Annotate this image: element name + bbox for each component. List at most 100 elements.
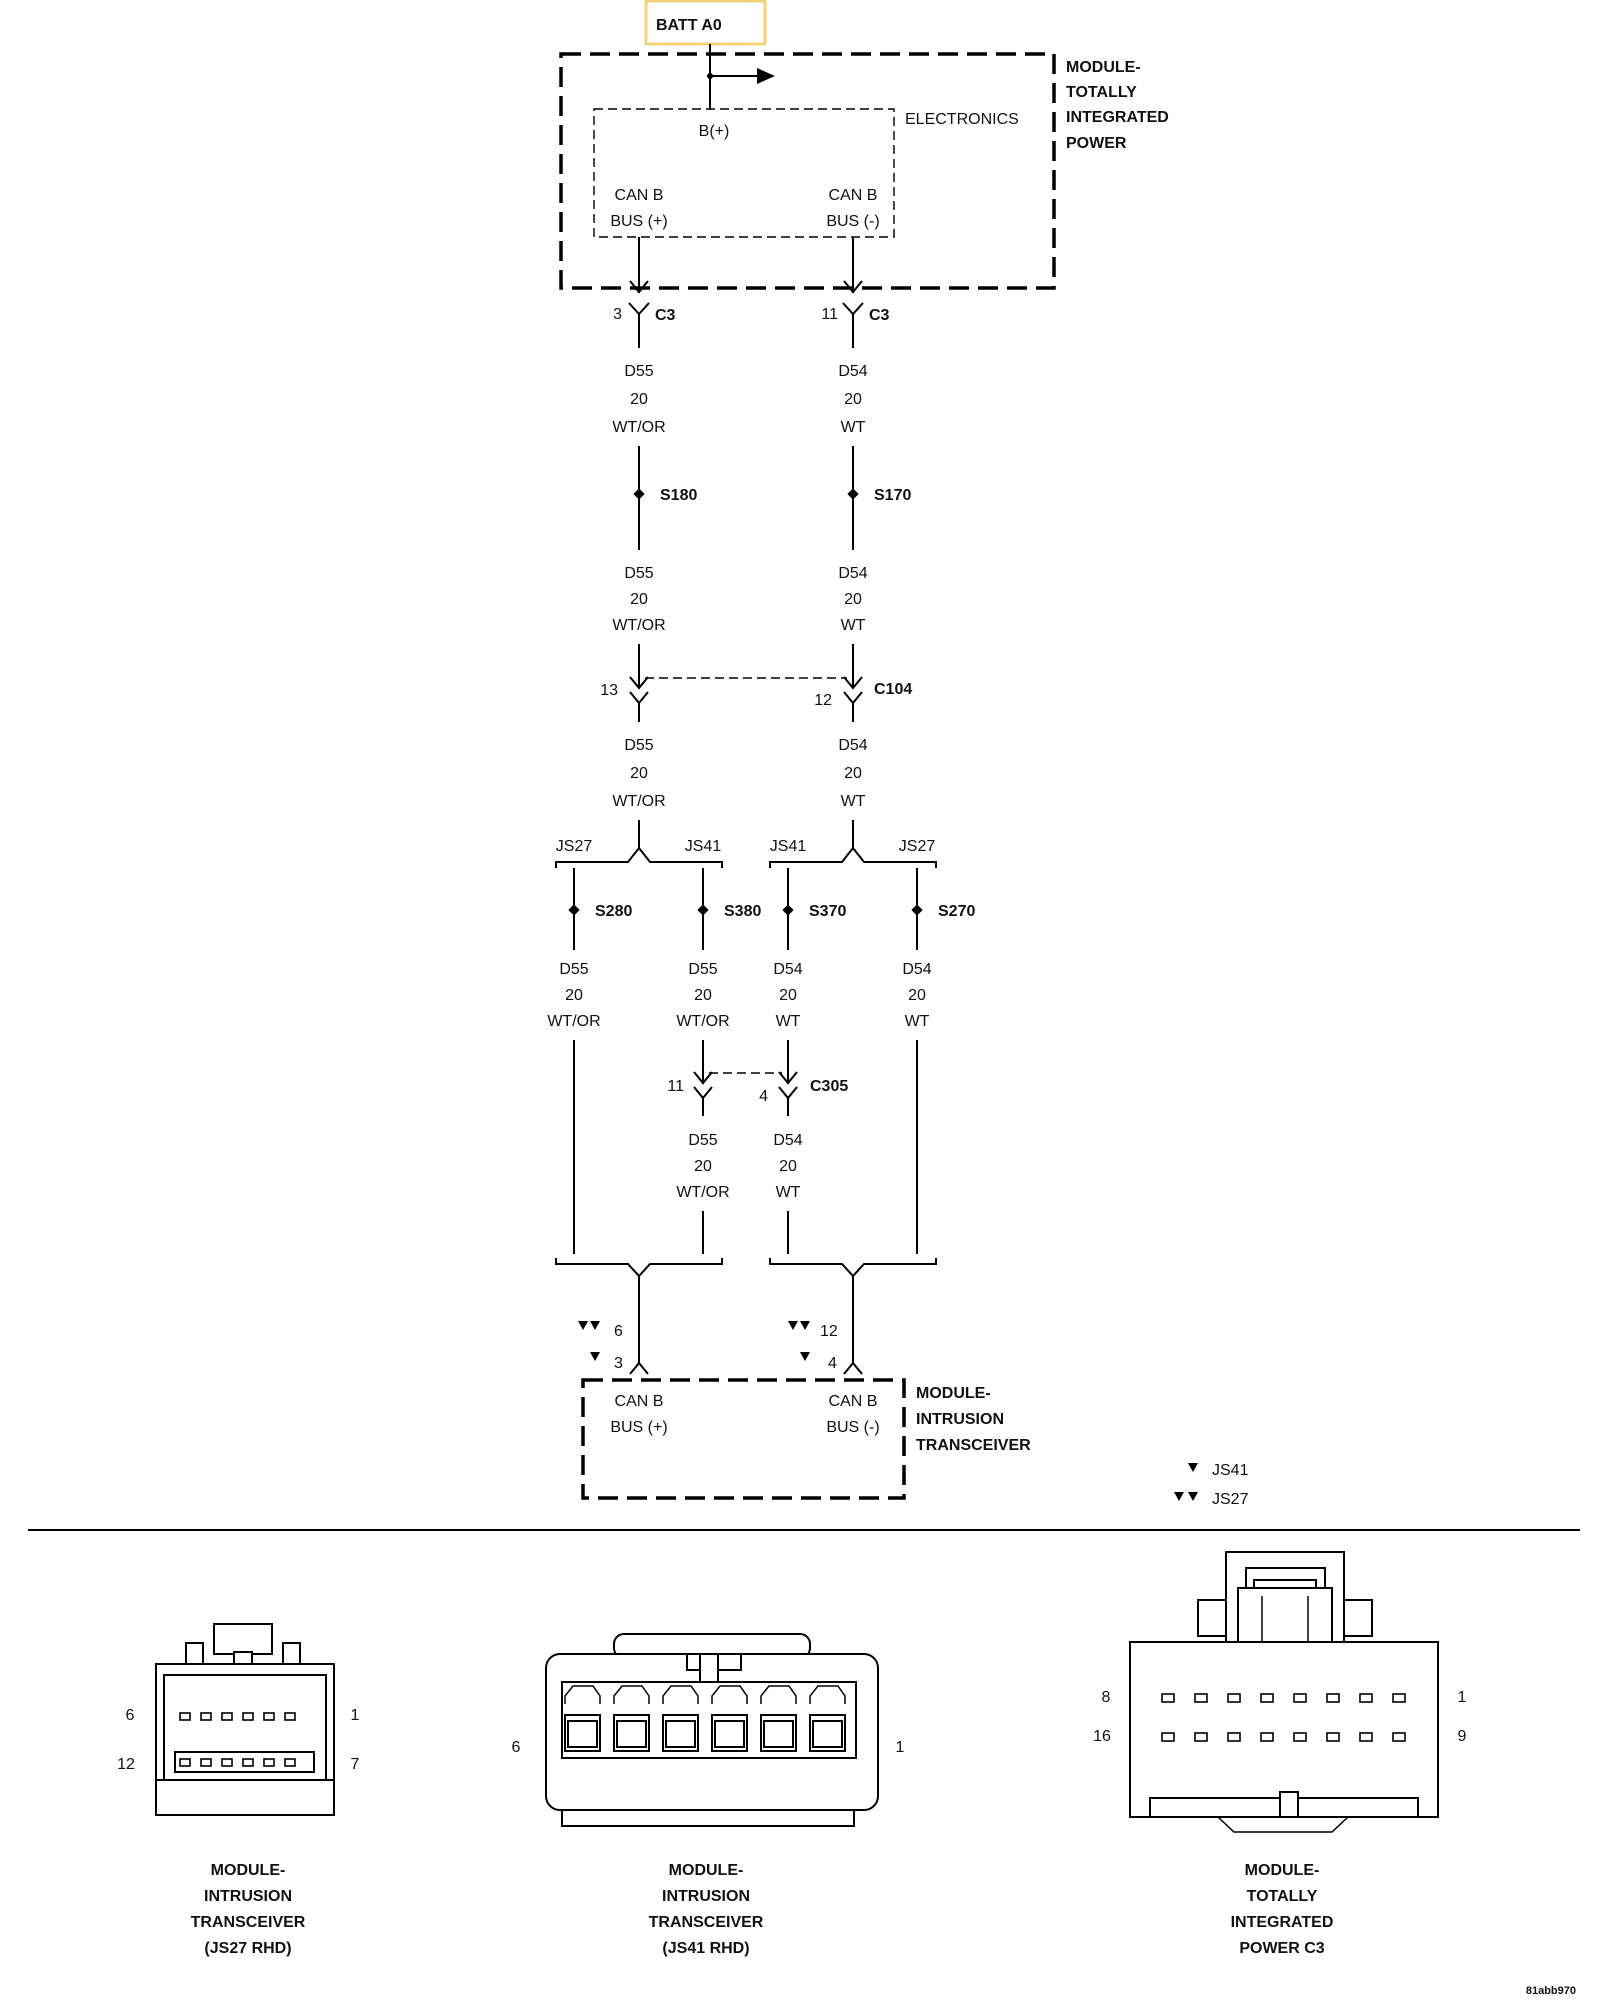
wire-label: 20 xyxy=(694,1158,712,1175)
wire-label: WT/OR xyxy=(612,419,665,436)
cv-itm-js41-pin-1: 1 xyxy=(896,1739,905,1756)
connector-view-itm-js41 xyxy=(545,1633,879,1827)
splice-s370 xyxy=(782,904,794,916)
tipm-canb-pos-2: BUS (+) xyxy=(610,213,667,230)
wire-label: WT/OR xyxy=(676,1184,729,1201)
cv-itm-js41-caption-3: TRANSCEIVER xyxy=(649,1914,764,1931)
batt-label: BATT A0 xyxy=(656,17,722,34)
legend-single-label: JS41 xyxy=(1212,1462,1249,1479)
wire-label: 20 xyxy=(779,1158,797,1175)
itm-canb-neg-2: BUS (-) xyxy=(826,1419,879,1436)
splice-s180-label: S180 xyxy=(660,487,697,504)
variant-js41-label: JS41 xyxy=(770,838,807,855)
splice-s380-label: S380 xyxy=(724,903,761,920)
cv-itm-js27-caption-4: (JS27 RHD) xyxy=(204,1940,291,1957)
wire-label: WT/OR xyxy=(612,617,665,634)
splice-s370-label: S370 xyxy=(809,903,846,920)
wire-label: WT xyxy=(776,1013,801,1030)
itm-pin-neg-js27: 12 xyxy=(820,1323,838,1340)
electronics-outline xyxy=(593,108,895,238)
wire-label: D54 xyxy=(838,565,867,582)
itm-title-3: TRANSCEIVER xyxy=(916,1437,1031,1454)
wire-label: 20 xyxy=(908,987,926,1004)
tipm-canb-neg-1: CAN B xyxy=(829,187,878,204)
cv-tipm-c3-pin-9: 9 xyxy=(1458,1728,1467,1745)
cv-itm-js27-pin-12: 12 xyxy=(117,1756,135,1773)
splice-s270 xyxy=(911,904,923,916)
wire-label: WT/OR xyxy=(547,1013,600,1030)
wire-label: D55 xyxy=(624,737,653,754)
splice-s180 xyxy=(633,488,645,500)
wire-label: 20 xyxy=(779,987,797,1004)
connector-view-itm-js27 xyxy=(155,1623,335,1816)
tipm-canb-neg-2: BUS (-) xyxy=(826,213,879,230)
c305-pin-right: 4 xyxy=(759,1088,768,1105)
splice-s170-label: S170 xyxy=(874,487,911,504)
tipm-title-3: INTEGRATED xyxy=(1066,109,1169,126)
c3-right-name: C3 xyxy=(869,307,890,324)
cv-tipm-c3-pin-8: 8 xyxy=(1102,1689,1111,1706)
cv-tipm-c3-pin-1: 1 xyxy=(1458,1689,1467,1706)
tipm-module-outline xyxy=(559,52,1056,290)
itm-canb-pos-2: BUS (+) xyxy=(610,1419,667,1436)
wire-label: 20 xyxy=(565,987,583,1004)
cv-tipm-c3-caption-2: TOTALLY xyxy=(1247,1888,1318,1905)
c305-pin-left: 11 xyxy=(667,1078,684,1095)
wire-label: WT xyxy=(841,419,866,436)
figure-id: 81abb970 xyxy=(1526,1985,1576,1997)
wire-label: 20 xyxy=(844,591,862,608)
wire-label: 20 xyxy=(630,391,648,408)
c3-left-name: C3 xyxy=(655,307,676,324)
batt-label-box xyxy=(644,0,767,46)
variant-js41-label: JS41 xyxy=(685,838,722,855)
wire-label: D54 xyxy=(902,961,931,978)
c104-pin-right: 12 xyxy=(814,692,832,709)
tipm-title-1: MODULE- xyxy=(1066,59,1141,76)
wire-label: D55 xyxy=(688,1132,717,1149)
cv-itm-js41-caption-1: MODULE- xyxy=(669,1862,744,1879)
c104-name: C104 xyxy=(874,681,912,698)
legend-single-marker xyxy=(1188,1463,1198,1472)
cv-itm-js41-caption-4: (JS41 RHD) xyxy=(662,1940,749,1957)
itm-title-1: MODULE- xyxy=(916,1385,991,1402)
cv-tipm-c3-caption-3: INTEGRATED xyxy=(1231,1914,1334,1931)
cv-tipm-c3-caption-4: POWER C3 xyxy=(1239,1940,1324,1957)
legend-double-label: JS27 xyxy=(1212,1491,1249,1508)
cv-itm-js27-pin-7: 7 xyxy=(351,1756,360,1773)
c305-name: C305 xyxy=(810,1078,848,1095)
c3-left-pin: 3 xyxy=(613,306,622,323)
wire-label: D55 xyxy=(624,565,653,582)
cv-tipm-c3-caption-1: MODULE- xyxy=(1245,1862,1320,1879)
variant-js27-label: JS27 xyxy=(556,838,593,855)
wire-label: 20 xyxy=(630,765,648,782)
wire-label: 20 xyxy=(694,987,712,1004)
cv-itm-js27-caption-2: INTRUSION xyxy=(204,1888,292,1905)
tipm-title-2: TOTALLY xyxy=(1066,84,1137,101)
tipm-title-4: POWER xyxy=(1066,135,1127,152)
itm-pin-pos-js27: 6 xyxy=(614,1323,623,1340)
legend-double-marker xyxy=(1174,1492,1184,1501)
splice-s280 xyxy=(568,904,580,916)
wire-label: WT/OR xyxy=(676,1013,729,1030)
wire-label: WT xyxy=(841,617,866,634)
wire-label: 20 xyxy=(630,591,648,608)
itm-canb-pos-1: CAN B xyxy=(615,1393,664,1410)
bplus-label: B(+) xyxy=(699,123,730,140)
variant-js27-label: JS27 xyxy=(899,838,936,855)
wire-label: 20 xyxy=(844,765,862,782)
wire-label: D55 xyxy=(559,961,588,978)
wire-label: 20 xyxy=(844,391,862,408)
splice-s270-label: S270 xyxy=(938,903,975,920)
splice-s170 xyxy=(847,488,859,500)
itm-pin-pos-js41: 3 xyxy=(614,1355,623,1372)
wire-label: D55 xyxy=(624,363,653,380)
tipm-canb-pos-1: CAN B xyxy=(615,187,664,204)
wire-label: D54 xyxy=(773,1132,802,1149)
itm-title-2: INTRUSION xyxy=(916,1411,1004,1428)
itm-pin-neg-js41: 4 xyxy=(828,1355,837,1372)
wire-label: D54 xyxy=(838,737,867,754)
c3-right-pin: 11 xyxy=(821,306,838,323)
cv-itm-js27-pin-6: 6 xyxy=(126,1707,135,1724)
cv-itm-js41-caption-2: INTRUSION xyxy=(662,1888,750,1905)
